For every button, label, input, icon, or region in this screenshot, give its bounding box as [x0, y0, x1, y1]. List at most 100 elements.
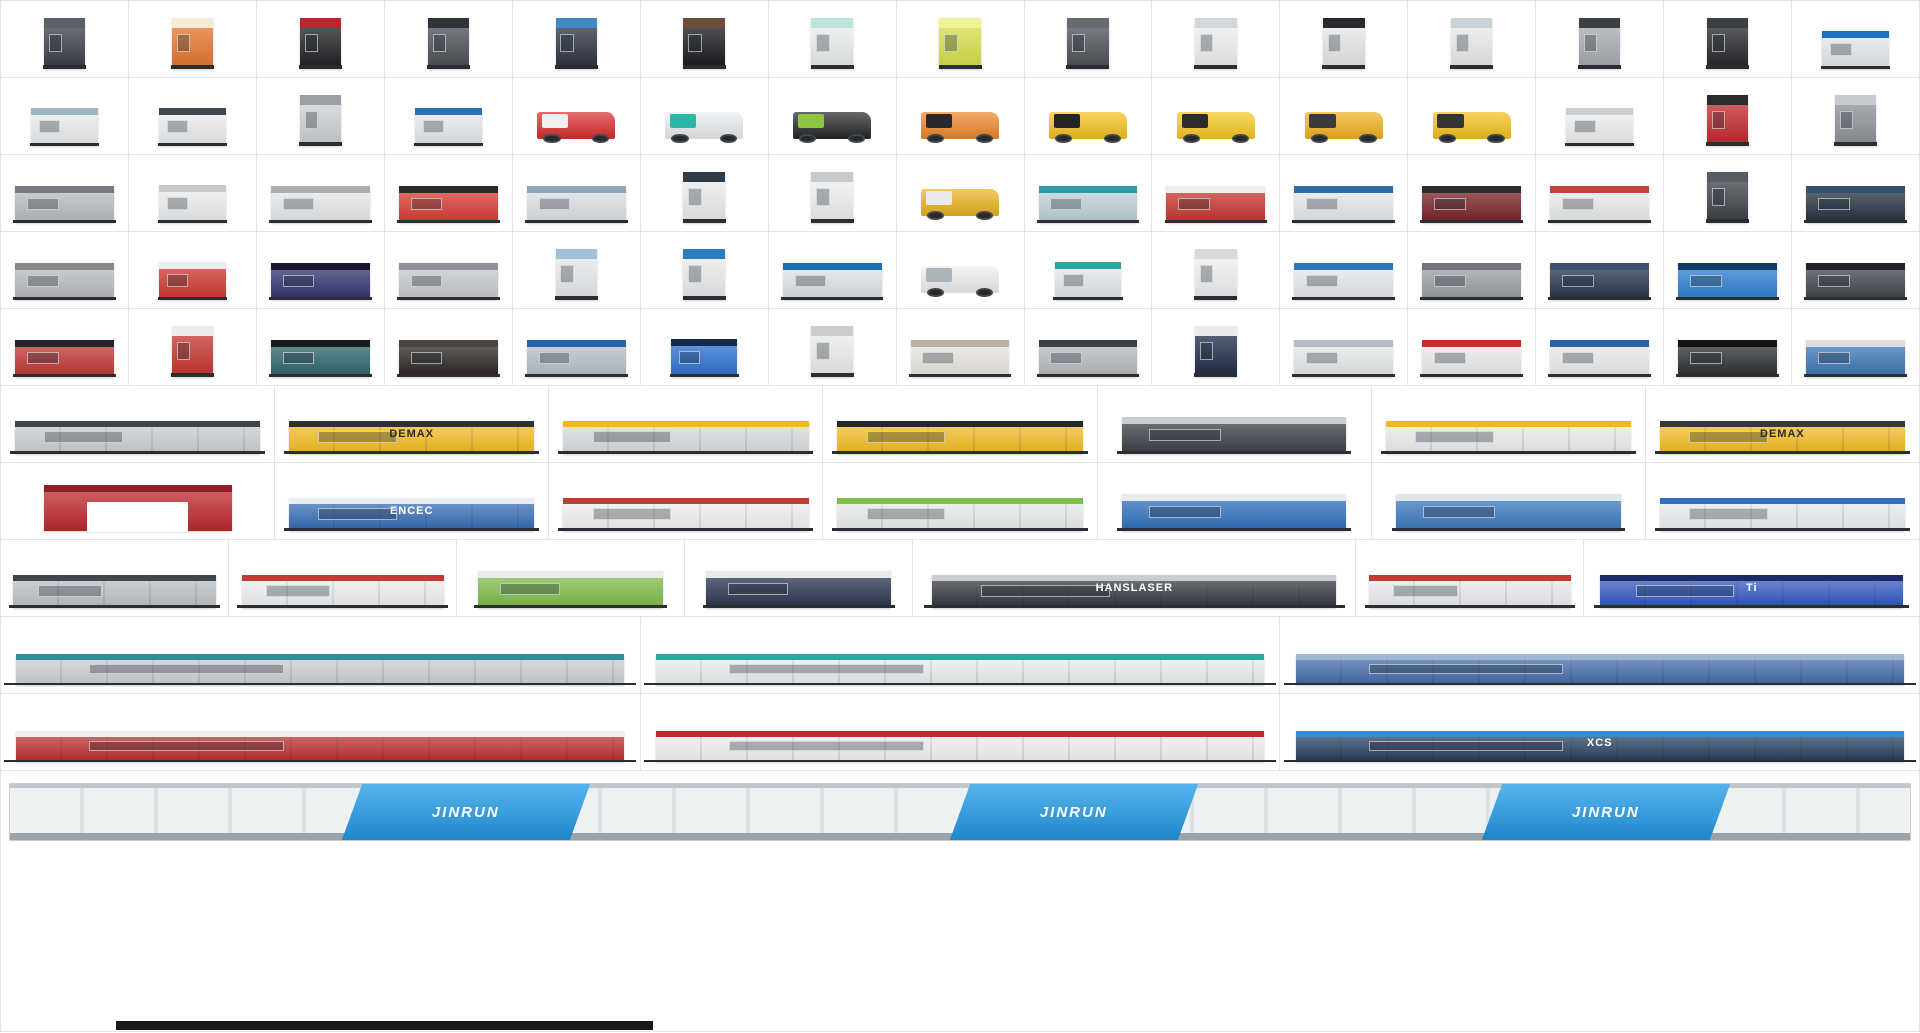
cabinet-trio-black-graphic	[396, 339, 500, 377]
machine-blue-white-wide-graphic	[1391, 493, 1626, 531]
machine-accent	[1385, 420, 1631, 428]
machine-window	[1306, 197, 1338, 211]
xray-scanner-gray	[1025, 309, 1153, 385]
extrusion-line-white-blue	[1646, 463, 1919, 539]
flow-meter-blue-graphic	[669, 338, 739, 377]
machine-window	[980, 585, 1111, 597]
cooler-cabinet-dark-graphic	[42, 18, 86, 69]
extrusion-line-white-blue-graphic	[1654, 497, 1911, 531]
machine-accent	[270, 339, 370, 348]
machine-window	[318, 508, 397, 520]
machine-base	[42, 64, 86, 69]
machine-window	[1562, 197, 1594, 211]
machine-window	[1434, 274, 1466, 288]
machine-window	[26, 351, 59, 365]
machine-accent	[1678, 262, 1778, 271]
machine-window	[1050, 351, 1083, 365]
injection-molder-gray	[1, 386, 276, 462]
machine-teal-dark	[257, 309, 385, 385]
machine-base	[682, 218, 726, 223]
machine-window	[176, 34, 190, 52]
machine-accent	[414, 107, 482, 116]
machine-base	[1804, 374, 1907, 377]
parcel-locker-white	[1152, 1, 1281, 77]
machine-window	[1200, 342, 1214, 360]
machine-base	[29, 142, 100, 146]
machine-base	[643, 759, 1277, 762]
machine-base	[1322, 64, 1366, 69]
production-line-white	[1356, 540, 1585, 616]
machine-base	[13, 297, 116, 300]
laser-cutter-blue-white	[1098, 463, 1372, 539]
machine-accent	[1294, 185, 1394, 194]
wheel-icon	[975, 210, 993, 221]
agv-robot-white-teal-graphic	[665, 111, 744, 144]
machine-window	[1148, 428, 1221, 442]
excavator-yellow-graphic	[1432, 111, 1511, 144]
machine-accent	[159, 261, 226, 270]
machine-base	[1706, 141, 1750, 146]
kiosk-outline-white	[769, 155, 897, 231]
reach-truck-orange	[897, 78, 1025, 154]
machine-accent	[706, 570, 892, 579]
machine-base	[268, 374, 372, 377]
machine-window	[1181, 114, 1209, 128]
machine-base	[170, 64, 214, 69]
machine-window	[167, 119, 189, 133]
injection-molder-blue-ti: Ti	[1584, 540, 1919, 616]
machine-black-long	[1664, 309, 1793, 385]
machine-window	[500, 582, 560, 596]
assembly-line-blue	[1280, 617, 1919, 693]
packaging-line-white-yellow-graphic	[1380, 420, 1636, 454]
machine-white-window	[513, 232, 641, 308]
machine-accent	[1550, 339, 1650, 348]
machine-beige-towers-graphic	[908, 339, 1012, 377]
fume-hood-white	[1536, 78, 1665, 154]
machine-accent	[398, 262, 498, 271]
machine-red-vertical	[1664, 78, 1793, 154]
machine-base	[284, 451, 540, 454]
injection-molder-gray-graphic	[9, 420, 266, 454]
injection-molder-yellow-demax: DEMAX	[275, 386, 550, 462]
lab-analyzer-blue-white-graphic	[1820, 30, 1891, 69]
helicopter-red-graphic	[537, 111, 616, 144]
small-locker-gray-graphic	[298, 95, 342, 146]
injection-molder-gray-yellow-graphic	[558, 420, 814, 454]
machine-accent	[31, 107, 98, 116]
machine-white-box	[129, 155, 257, 231]
medical-chair-white-graphic	[1194, 249, 1238, 300]
machine-window	[1689, 508, 1768, 520]
kiosk-white-rounded-graphic	[810, 18, 854, 69]
towers-navy-round-logos-graphic	[702, 570, 895, 608]
machine-window	[1562, 274, 1594, 288]
machine-accent	[1422, 185, 1522, 194]
machine-dark-red	[1408, 155, 1537, 231]
machine-accent	[398, 339, 498, 348]
machine-base	[1194, 372, 1238, 377]
display-fridge-white-graphic	[1450, 18, 1494, 69]
excavator-yellow	[1408, 78, 1537, 154]
machine-window	[1178, 197, 1210, 211]
machine-window	[1830, 42, 1852, 56]
ct-scanner-navy-graphic	[1194, 326, 1238, 377]
machine-window	[1414, 431, 1494, 443]
machine-white-tower-graphic	[810, 326, 854, 377]
machine-base	[810, 64, 854, 69]
wheel-icon	[1487, 133, 1505, 144]
machine-base	[1420, 220, 1524, 223]
machine-accent	[563, 497, 809, 505]
lab-line-blue	[1792, 309, 1919, 385]
machine-accent	[1166, 185, 1266, 194]
dump-truck-yellow-graphic	[1304, 111, 1383, 144]
machine-dark-long	[1792, 232, 1919, 308]
machine-base	[1804, 220, 1907, 223]
machine-base	[1548, 374, 1652, 377]
machine-window	[48, 34, 62, 52]
machine-base	[9, 451, 266, 454]
machine-base	[1117, 451, 1351, 454]
machine-accent	[398, 185, 498, 194]
machine-accent	[478, 570, 664, 579]
agv-robot-white-teal	[641, 78, 769, 154]
machine-base	[1565, 142, 1635, 146]
machine-red-white-tall-graphic	[170, 326, 214, 377]
